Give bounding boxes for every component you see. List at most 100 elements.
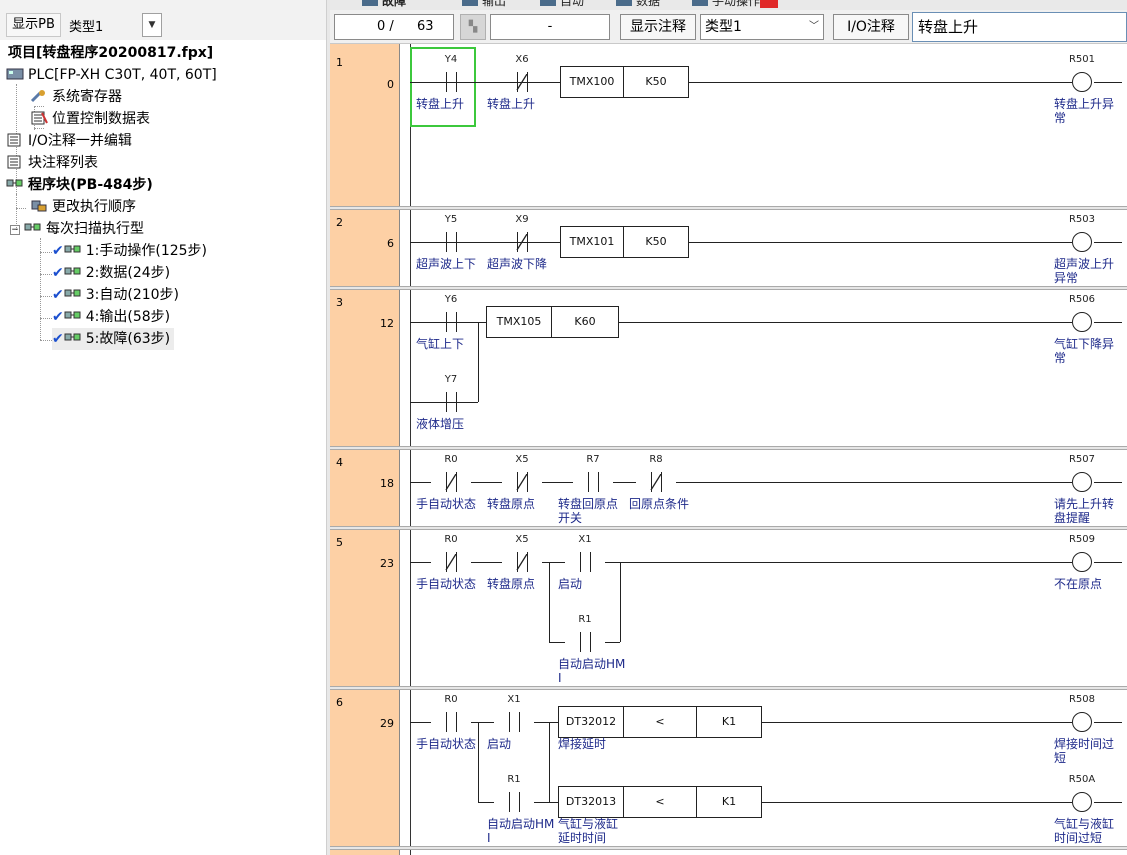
io-comment: 超声波下降 [487, 257, 548, 271]
coil-comment: 焊接时间过 [1054, 737, 1115, 751]
tree-scan-exec-type[interactable]: −每次扫描执行型 [10, 221, 144, 237]
comment-type-select[interactable]: 类型1﹀ [700, 14, 824, 40]
device-label: R1 [578, 614, 592, 625]
output-coil[interactable] [1072, 312, 1092, 332]
coil-comment: 常 [1054, 111, 1067, 125]
tree-plc[interactable]: PLC[FP-XH C30T, 40T, 60T] [6, 64, 217, 86]
contact-no[interactable] [494, 712, 534, 732]
io-comment: 回原点条件 [629, 497, 690, 511]
tree-block-comment-list[interactable]: 块注释列表 [6, 152, 98, 174]
close-icon[interactable] [760, 0, 778, 8]
io-comment: 自动启动HM [487, 817, 555, 831]
comment-type-value: 类型1 [705, 19, 742, 35]
tree-block-5[interactable]: ✔5:故障(63步) [52, 328, 175, 350]
order-icon [31, 200, 47, 212]
collapse-icon[interactable]: − [10, 225, 20, 235]
coil-comment: 常 [1054, 351, 1067, 365]
coil-device-label: R508 [1068, 694, 1096, 705]
tree-position-control-table[interactable]: 位置控制数据表 [30, 108, 150, 130]
output-coil[interactable] [1072, 72, 1092, 92]
show-pb-button[interactable]: 显示PB [6, 13, 61, 37]
contact-nc[interactable] [502, 552, 542, 572]
output-coil[interactable] [1072, 232, 1092, 252]
io-comment: 液体增压 [416, 417, 465, 431]
coil-device-label: R507 [1068, 454, 1096, 465]
tree-block-4[interactable]: ✔4:输出(58步) [52, 309, 171, 325]
contact-nc[interactable] [431, 552, 471, 572]
ladder-editor[interactable]: 1 0 Y4 转盘上升 X6 转盘上升 TMX100 K50 R501 转盘上升… [330, 44, 1127, 855]
ladder-icon [462, 0, 478, 6]
rung-step: 0 [387, 78, 394, 91]
compare-register[interactable]: DT32013 [558, 786, 624, 818]
timer-instruction[interactable]: TMX100 [560, 66, 624, 98]
tab-output[interactable]: 输出 [460, 0, 506, 8]
timer-instruction[interactable]: TMX101 [560, 226, 624, 258]
tree-block-1[interactable]: ✔1:手动操作(125步) [52, 243, 208, 259]
contact-no[interactable] [565, 632, 605, 652]
contact-nc[interactable] [431, 472, 471, 492]
show-comment-button[interactable]: 显示注释 [620, 14, 696, 40]
monitor-toggle-icon[interactable]: ▚ [460, 14, 486, 40]
io-comment-input[interactable]: 转盘上升 [912, 12, 1127, 42]
output-coil[interactable] [1072, 712, 1092, 732]
device-label: R0 [444, 694, 458, 705]
contact-no[interactable] [431, 392, 471, 412]
tree-io-comment-edit[interactable]: I/O注释一并编辑 [6, 130, 132, 152]
output-coil[interactable] [1072, 792, 1092, 812]
device-label: X5 [515, 534, 529, 545]
timer-instruction[interactable]: TMX105 [486, 306, 552, 338]
contact-nc[interactable] [502, 232, 542, 252]
timer-preset[interactable]: K60 [551, 306, 619, 338]
tree-project[interactable]: 项目[转盘程序20200817.fpx] [8, 45, 214, 61]
tree-program-blocks[interactable]: 程序块(PB-484步) [6, 174, 153, 196]
io-comment: 超声波上下 [416, 257, 477, 271]
contact-nc[interactable] [636, 472, 676, 492]
output-coil[interactable] [1072, 472, 1092, 492]
list-icon [7, 155, 21, 169]
compare-constant[interactable]: K1 [696, 786, 762, 818]
rung-separator [330, 206, 1127, 210]
contact-no[interactable] [431, 712, 471, 732]
program-block-icon [64, 311, 81, 319]
check-icon: ✔ [52, 243, 64, 259]
io-comment: 手自动状态 [416, 497, 477, 511]
list-icon [7, 133, 21, 147]
program-block-icon [64, 267, 81, 275]
compare-operator[interactable]: < [623, 706, 697, 738]
tree-system-registers[interactable]: 系统寄存器 [30, 86, 122, 108]
coil-device-label: R509 [1068, 534, 1096, 545]
timer-preset[interactable]: K50 [623, 226, 689, 258]
rung-separator [330, 286, 1127, 290]
tree-block-3[interactable]: ✔3:自动(210步) [52, 287, 180, 303]
io-comment: 手自动状态 [416, 737, 477, 751]
contact-no[interactable] [431, 232, 471, 252]
contact-no[interactable] [494, 792, 534, 812]
io-comment: 转盘上升 [487, 97, 536, 111]
device-label: X1 [578, 534, 592, 545]
left-toolbar: 显示PB 类型1 ▼ [0, 0, 326, 40]
output-coil[interactable] [1072, 552, 1092, 572]
io-comment: 启动 [558, 577, 583, 591]
compare-operator[interactable]: < [623, 786, 697, 818]
tab-manual[interactable]: 手动操作 [690, 0, 760, 8]
contact-no[interactable] [565, 552, 605, 572]
io-comment: I [558, 671, 562, 685]
contact-no[interactable] [431, 72, 471, 92]
ladder-icon [540, 0, 556, 6]
contact-nc[interactable] [502, 472, 542, 492]
tab-data[interactable]: 数据 [614, 0, 660, 8]
compare-constant[interactable]: K1 [696, 706, 762, 738]
contact-no[interactable] [573, 472, 613, 492]
device-label: R1 [507, 774, 521, 785]
type-dropdown[interactable]: ▼ [142, 13, 162, 37]
ladder-icon [362, 0, 378, 6]
tab-auto[interactable]: 自动 [538, 0, 584, 8]
tree-change-exec-order[interactable]: 更改执行顺序 [30, 196, 136, 218]
tab-fault[interactable]: 故障 [360, 0, 406, 8]
compare-register[interactable]: DT32012 [558, 706, 624, 738]
timer-preset[interactable]: K50 [623, 66, 689, 98]
contact-no[interactable] [431, 312, 471, 332]
tree-block-2[interactable]: ✔2:数据(24步) [52, 265, 171, 281]
contact-nc[interactable] [502, 72, 542, 92]
splitter[interactable] [326, 0, 330, 855]
